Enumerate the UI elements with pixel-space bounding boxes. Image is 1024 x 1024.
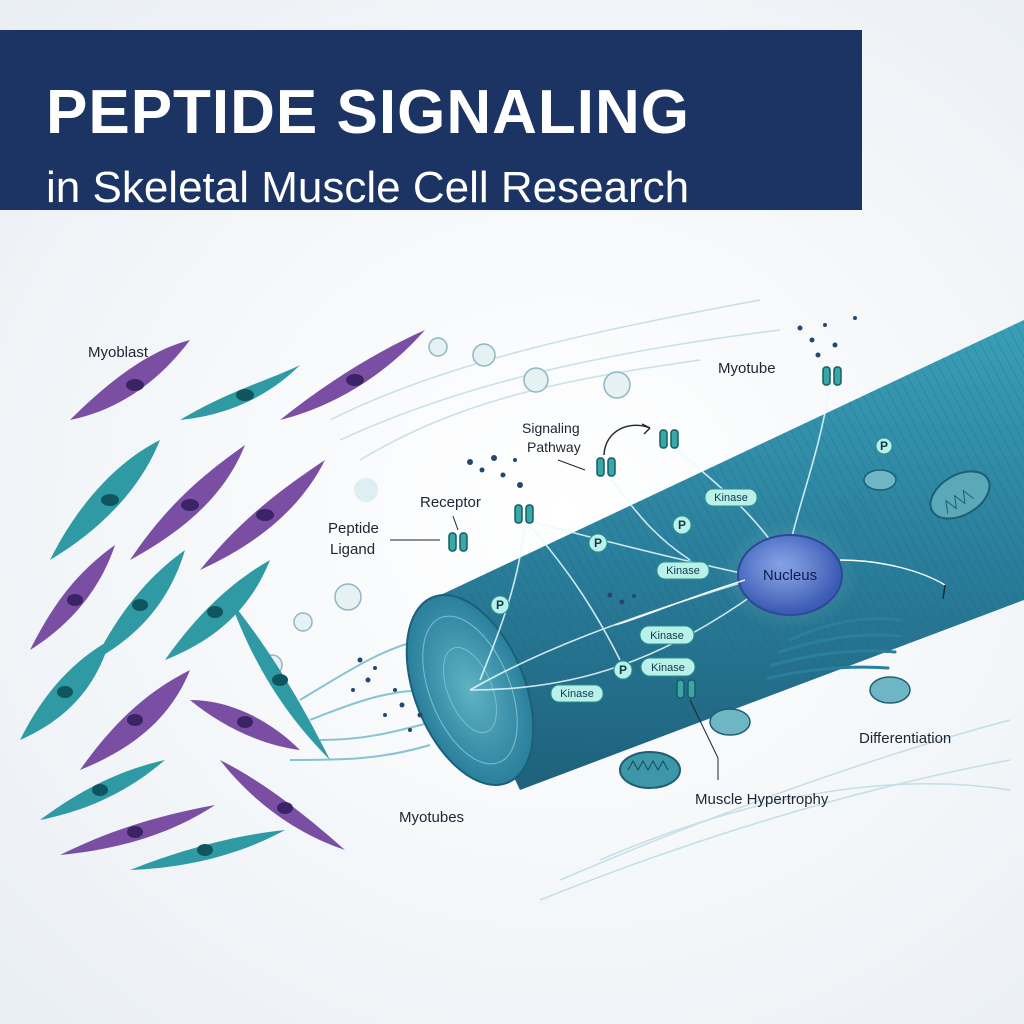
- receptor-icon: [676, 679, 696, 699]
- signal-arrow: [614, 579, 746, 626]
- phosphate-marker: P: [875, 437, 893, 455]
- phosphate-label: P: [496, 598, 504, 612]
- label-differentiation: Differentiation: [859, 730, 951, 747]
- phosphate-label: P: [594, 536, 602, 550]
- mitochondrion: [709, 708, 751, 736]
- myoblast-cell: [130, 445, 245, 560]
- label-myotube: Myotube: [718, 360, 776, 377]
- label-signaling: Signaling: [522, 420, 580, 436]
- myoblast-cell: [220, 760, 345, 850]
- kinase-pill: Kinase: [550, 684, 604, 703]
- phosphate-label: P: [619, 663, 627, 677]
- pathway-arrow: [603, 424, 651, 456]
- arrow-head: [641, 423, 651, 435]
- mitochondrion: [863, 469, 897, 491]
- myoblast-cell: [180, 365, 300, 420]
- phosphate-label: P: [678, 518, 686, 532]
- title-main: PEPTIDE SIGNALING: [46, 78, 690, 147]
- kinase-label: Kinase: [650, 630, 684, 642]
- kinase-pills: Kinase Kinase Kinase Kinase Kinase: [550, 488, 758, 703]
- myoblast-cell: [40, 760, 165, 820]
- hypertrophy-leader: [689, 699, 719, 759]
- kinase-pill: Kinase: [640, 657, 696, 677]
- kinase-pill: Kinase: [639, 625, 695, 645]
- kinase-label: Kinase: [666, 565, 700, 577]
- nucleus: Nucleus: [720, 519, 860, 631]
- label-ligand: Ligand: [330, 541, 375, 558]
- signal-pathways: [469, 384, 831, 691]
- myoblast-cell: [165, 560, 270, 660]
- myoblast-cell: [20, 640, 110, 740]
- kinase-label: Kinase: [714, 492, 748, 504]
- label-pathway: Pathway: [527, 439, 581, 455]
- kinase-pill: Kinase: [656, 561, 710, 580]
- myoblast-cell: [80, 670, 190, 770]
- myoblast-cell: [50, 440, 160, 560]
- myoblast-cluster: [20, 330, 425, 870]
- label-myoblast: Myoblast: [88, 344, 149, 361]
- myoblast-cell: [230, 600, 330, 760]
- signal-arrow: [839, 559, 946, 586]
- receptor-icon: [596, 457, 616, 477]
- label-myotubes: Myotubes: [399, 809, 464, 826]
- mitochondrion: [619, 751, 681, 789]
- myoblast-cell: [200, 460, 325, 570]
- endoplasmic-reticulum: [839, 494, 886, 556]
- mitochondria: [619, 469, 991, 789]
- label-peptide: Peptide: [328, 520, 379, 537]
- mitochondrion: [869, 676, 911, 704]
- receptor-icon: [659, 429, 679, 449]
- title-subtitle: in Skeletal Muscle Cell Research: [46, 163, 690, 212]
- peptide-particles: [351, 316, 857, 732]
- phosphate-markers: P P P P P: [490, 437, 893, 680]
- myoblast-cell: [130, 830, 285, 870]
- background-fibers: [329, 299, 1011, 901]
- nucleus-label: Nucleus: [763, 567, 817, 584]
- label-receptor: Receptor: [420, 494, 481, 511]
- mitochondrion: [929, 470, 991, 520]
- title-banner: PEPTIDE SIGNALING in Skeletal Muscle Cel…: [0, 30, 862, 210]
- receptor-icon: [514, 504, 534, 524]
- phosphate-label: P: [880, 439, 888, 453]
- phosphate-marker: P: [490, 595, 510, 615]
- phosphate-marker: P: [613, 660, 633, 680]
- phosphate-marker: P: [672, 515, 692, 535]
- label-hypertrophy: Muscle Hypertrophy: [695, 791, 829, 808]
- phosphate-marker: P: [588, 533, 608, 553]
- myoblast-cell: [30, 545, 115, 650]
- receptors: [448, 366, 842, 699]
- myoblast-cell: [280, 330, 425, 420]
- signaling-leader: [557, 459, 586, 471]
- golgi-apparatus: [766, 617, 902, 680]
- myoblast-cell: [190, 700, 300, 750]
- receptor-leader: [452, 515, 459, 531]
- myoblast-cell: [95, 550, 185, 660]
- kinase-label: Kinase: [560, 688, 594, 700]
- kinase-pill: Kinase: [704, 488, 758, 507]
- receptor-icon: [822, 366, 842, 386]
- receptor-icon: [448, 532, 468, 552]
- myoblast-cell: [60, 805, 215, 855]
- kinase-label: Kinase: [651, 662, 685, 674]
- arrows: [603, 423, 946, 626]
- leader-lines: [390, 459, 719, 780]
- myoblast-cell: [70, 340, 190, 420]
